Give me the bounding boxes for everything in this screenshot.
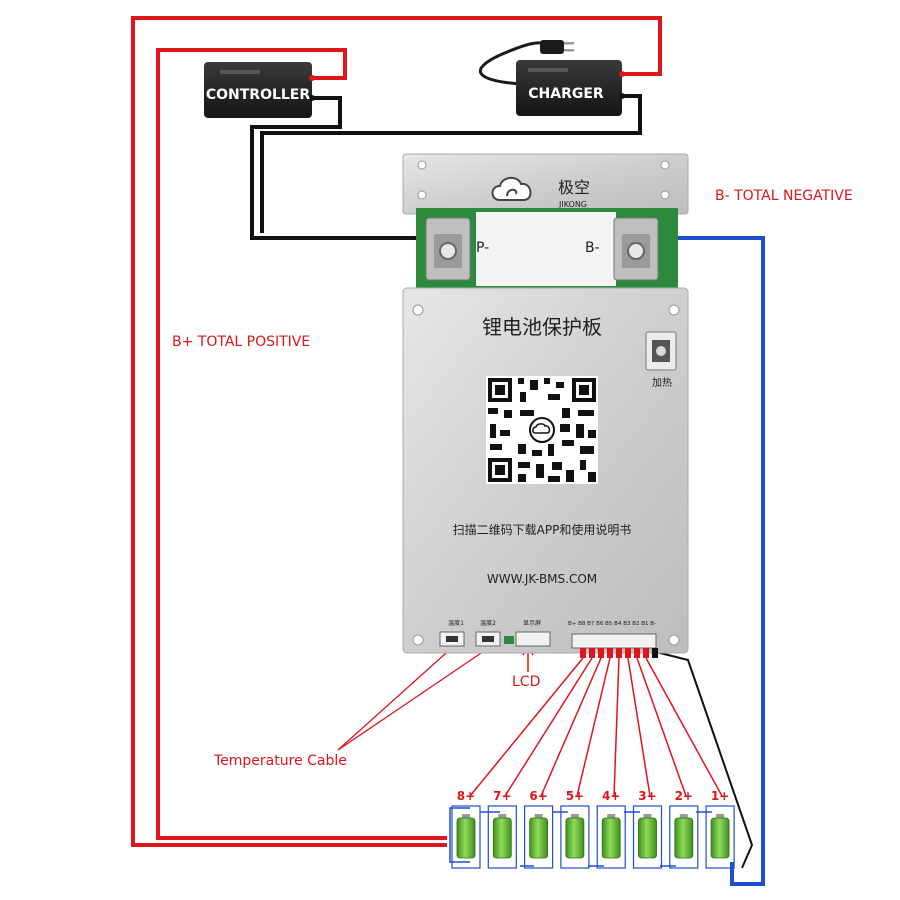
terminal-p-label: P-	[476, 240, 489, 256]
battery-cell-8: 8+	[451, 789, 481, 869]
temp1-label: 温度1	[448, 619, 464, 627]
balance-wires	[469, 657, 723, 797]
heat-label: 加热	[652, 376, 672, 389]
balance-wire-bminus	[655, 651, 754, 869]
cell-label: 4+	[602, 789, 620, 803]
cloud-logo-icon	[491, 176, 532, 201]
top-plate	[402, 153, 689, 215]
controller-label: CONTROLLER	[206, 87, 311, 103]
blue-wire-negative	[676, 236, 765, 886]
cell-label: 2+	[675, 789, 693, 803]
temperature-callout-lines	[337, 644, 494, 751]
ac-plug-icon	[540, 40, 574, 54]
cell-label: 6+	[529, 789, 547, 803]
bms-board: 极空 JIKONG P- B- 锂电池保护板	[402, 153, 689, 658]
bottom-connectors	[439, 631, 658, 658]
cell-label: 1+	[711, 789, 729, 803]
cell-label: 3+	[638, 789, 656, 803]
board-title: 锂电池保护板	[482, 315, 602, 339]
red-wire-outer	[131, 16, 662, 847]
lcd-label: LCD	[512, 674, 540, 690]
battery-cell-1: 1+	[705, 789, 735, 869]
temperature-cable-label: Temperature Cable	[213, 753, 347, 769]
cell-label: 8+	[457, 789, 475, 803]
black-wire-controller	[250, 96, 420, 240]
battery-cell-6: 6+	[523, 789, 554, 869]
b-minus-terminal	[613, 217, 659, 281]
battery-cell-5: 5+	[560, 789, 590, 869]
battery-pack: 8+ 7+ 6+ 5+ 4+ 3+ 2+ 1+	[449, 789, 735, 869]
terminal-b-label: B-	[585, 240, 600, 256]
b-negative-label: B- TOTAL NEGATIVE	[715, 188, 853, 204]
wires	[131, 16, 765, 886]
heat-connector	[645, 331, 677, 371]
cell-label: 5+	[566, 789, 584, 803]
battery-cell-3: 3+	[632, 789, 663, 869]
controller-box: CONTROLLER	[204, 62, 315, 118]
battery-cell-4: 4+	[596, 789, 626, 869]
cell-label: 7+	[493, 789, 511, 803]
brand-en: JIKONG	[558, 200, 587, 209]
battery-cell-7: 7+	[487, 789, 517, 869]
b-positive-label: B+ TOTAL POSITIVE	[172, 334, 310, 350]
battery-cell-2: 2+	[669, 789, 699, 869]
temp2-label: 温度2	[480, 619, 496, 627]
qr-code-icon	[486, 376, 598, 484]
brand-cn: 极空	[558, 178, 590, 197]
red-wire-inner	[156, 48, 447, 840]
instruction-text: 扫描二维码下载APP和使用说明书	[453, 522, 632, 537]
black-wire-charger	[260, 94, 642, 233]
p-minus-terminal	[425, 217, 471, 281]
charger-label: CHARGER	[528, 86, 604, 102]
website-text: WWW.JK-BMS.COM	[487, 572, 597, 586]
charger-box: CHARGER	[516, 40, 625, 116]
display-label: 显示屏	[523, 620, 541, 627]
balance-label: B+ B8 B7 B6 B5 B4 B3 B2 B1 B-	[568, 621, 656, 627]
